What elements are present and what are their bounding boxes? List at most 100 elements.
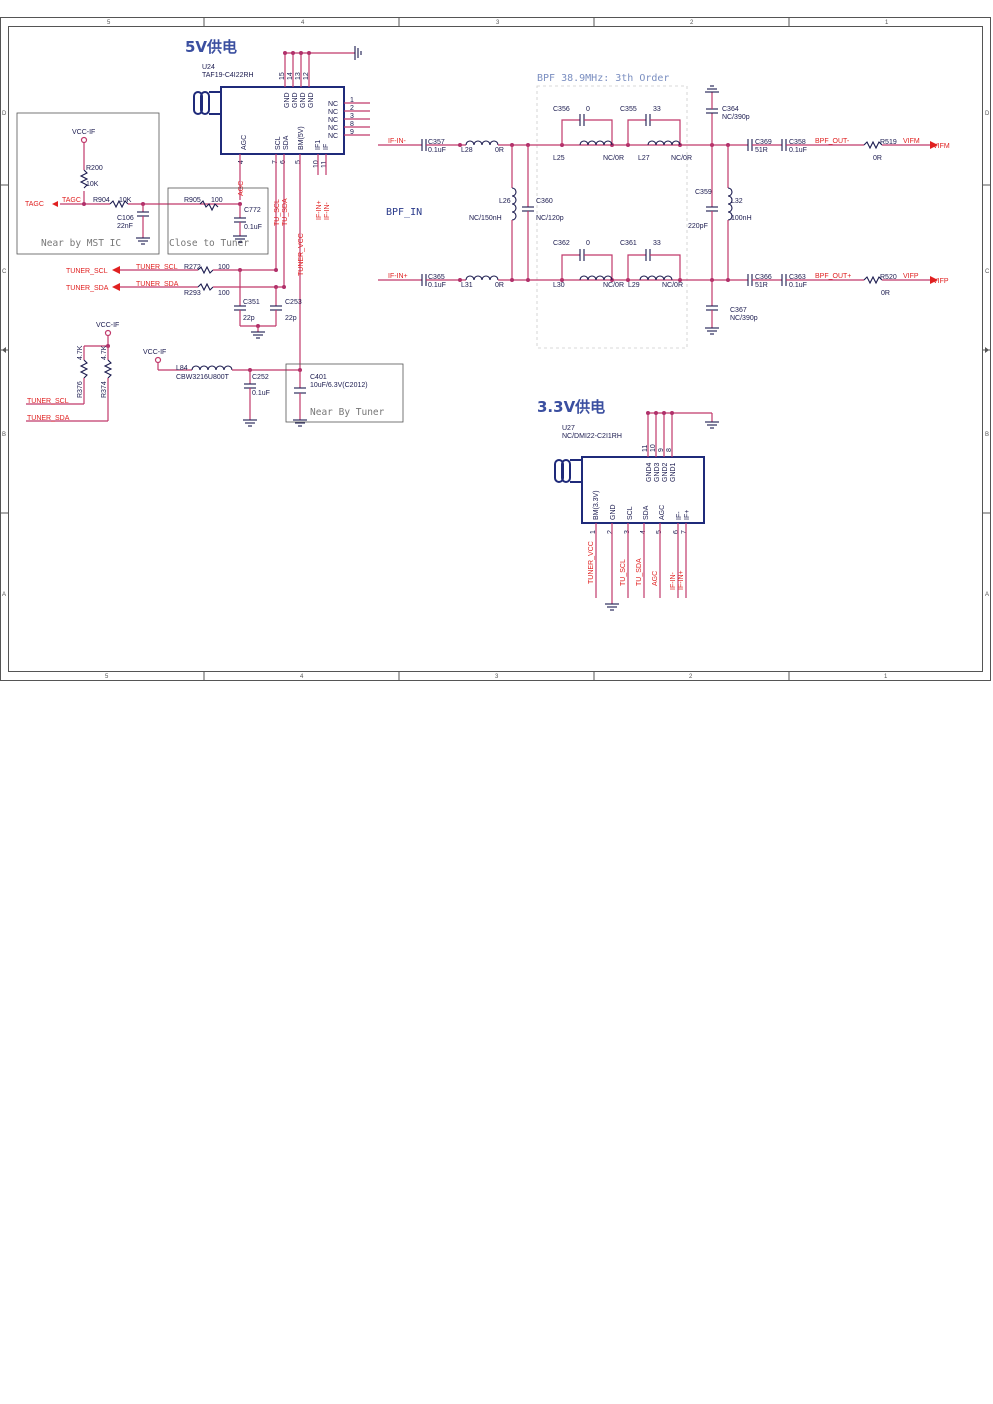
r293-value: 100 [218,290,230,297]
r376-value: 4.7K [77,345,84,360]
r376-ref: R376 [77,381,84,398]
inductor-icon [511,187,517,221]
l28-value: 0R [495,147,504,154]
tuner-sda-arrow-icon [112,283,120,291]
resistor-icon [109,199,129,209]
section-title-5v: 5V供电 [185,38,237,56]
c357-ref: C357 [428,139,445,146]
ground-icon [705,85,719,93]
u24-pin-number: 12 [303,72,310,80]
ground-icon [354,46,362,60]
ground-icon [705,327,719,335]
u27-pin-name: GND [610,504,617,520]
u27-pin-number: 8 [666,448,673,452]
u24-part: TAF19-C4I22RH [202,72,254,79]
resistor-icon [863,140,883,150]
u27-pin-number: 2 [607,530,614,534]
u27-pin-number: 6 [673,530,680,534]
c401-value: 10uF/6.3V(C2012) [310,382,368,389]
tuner-scl-net-label: TUNER_SCL [136,264,178,271]
c359-ref: C359 [695,189,712,196]
c355-ref: C355 [620,106,637,113]
u24-pin-name: SDA [283,135,290,150]
u24-pin-name: BM(5V) [298,126,305,150]
tuner-scl-arrow-icon [112,266,120,274]
ground-icon [293,419,307,427]
u24-pin-name: GND [300,92,307,108]
r200-ref: R200 [86,165,103,172]
row-label: D [2,111,7,117]
bpf-dashed-area [536,85,688,349]
tagc-port-label: TAGC [25,201,44,208]
c364-ref: C364 [722,106,739,113]
u27-pin-name: GND3 [654,462,661,482]
ground-icon [705,421,719,429]
r293-ref: R293 [184,290,201,297]
c106-value: 22nF [117,223,133,230]
inductor-icon [639,275,673,281]
c366-value: 51R [755,282,768,289]
c351-ref: C351 [243,299,260,306]
section-title-33v: 3.3V供电 [537,398,605,416]
u24-body [220,86,345,155]
vcc-if-label-2: VCC-IF [96,322,119,329]
c358-ref: C358 [789,139,806,146]
c366-ref: C366 [755,274,772,281]
c357-value: 0.1uF [428,147,446,154]
u24-pin-number: 3 [350,113,354,120]
r519-value: 0R [873,155,882,162]
u24-pin-name: IF [323,144,330,150]
r272-value: 100 [218,264,230,271]
bpf-if-in-minus-label: IF-IN- [388,138,407,145]
r904-ref: R904 [93,197,110,204]
pullup-sda-label: TUNER_SDA [27,415,70,422]
resistor-icon [197,282,214,292]
l29-ref: L29 [628,282,640,289]
frame-row-labels: D C B A D C B A [2,111,990,598]
u24-pin-number: 2 [350,105,354,112]
tagc-arrow-icon [52,201,58,207]
u27-pin-number: 7 [681,530,688,534]
r272-ref: R272 [184,264,201,271]
row-label: B [2,432,6,438]
u24-pin-number: 10 [313,160,320,168]
c772-value: 0.1uF [244,224,262,231]
bpf-if-in-plus-label: IF-IN+ [388,273,408,280]
bpf-out-minus-label: BPF_OUT- [815,138,850,145]
u24-pin-name: NC [328,125,338,132]
close-tuner-box [167,187,269,255]
u27-pin-name: GND4 [646,462,653,482]
inductor-icon [465,275,499,281]
net-tuner-vcc-label: TUNER_VCC [298,233,305,276]
note-close-tuner: Close to Tuner [169,238,249,249]
row-label: D [985,111,990,117]
c362-value: 0 [586,240,590,247]
column-label: 4 [300,674,304,680]
inductor-icon [465,140,499,146]
l32-ref: L32 [731,198,743,205]
c367-value: NC/390p [730,315,758,322]
c355-value: 33 [653,106,661,113]
power-port-icon [154,356,162,364]
u24-pin-number: 11 [321,161,328,168]
l27-ref: L27 [638,155,650,162]
c106-ref: C106 [117,215,134,222]
vifp-port-label: VIFP [933,278,949,285]
resistor-icon [79,359,89,379]
vcc-if-label: VCC-IF [72,129,95,136]
resistor-icon [197,265,214,275]
c365-value: 0.1uF [428,282,446,289]
u24-tuner: U24 TAF19-C4I22RH 15 14 13 12 GND GND G [193,46,370,168]
l30-ref: L30 [553,282,565,289]
note-near-mst: Near by MST IC [41,238,121,249]
tuner-sda-net-label: TUNER_SDA [136,281,179,288]
c363-value: 0.1uF [789,282,807,289]
c363-ref: C363 [789,274,806,281]
net-if-in-plus-label: IF-IN+ [316,200,323,220]
column-label: 3 [495,674,499,680]
l27-value: NC/0R [671,155,692,162]
net-tu-scl-label: TU_SCL [274,199,281,226]
tuner-sda-port-label: TUNER_SDA [66,285,109,292]
ground-icon [605,603,619,611]
